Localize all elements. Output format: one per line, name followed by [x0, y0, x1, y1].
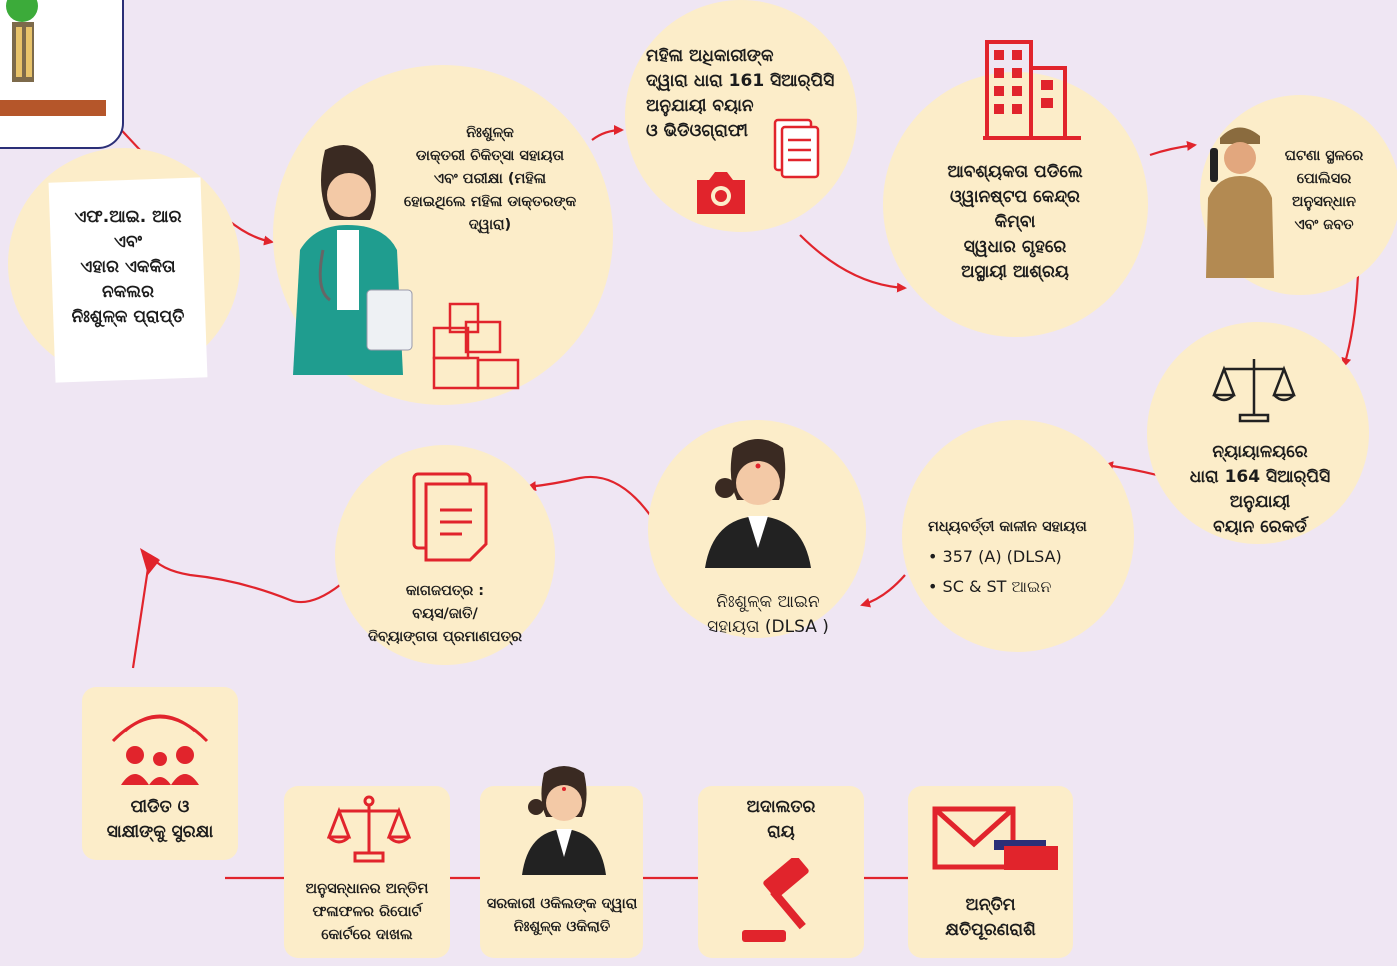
shelter-step: ଆବଶ୍ୟକତା ପଡିଲେ ଓ୍ୱାନଷ୍ଟପ କେନ୍ଦ୍ର କିମ୍ବା … — [910, 160, 1120, 285]
girl-card — [0, 0, 124, 149]
interim-bullet: • SC & ST ଆଇନ — [928, 577, 1052, 596]
girl-illustration — [0, 0, 106, 116]
arrow-shelter-to-police — [1149, 140, 1197, 157]
fir-line: ଏହାର ଏକକିତା — [80, 257, 176, 277]
arrow-police-to-164 — [1341, 274, 1360, 368]
interim-bullet-text: SC & ST ଆଇନ — [942, 577, 1052, 596]
statement161-line: ମହିଳା ଅଧିକାରୀଙ୍କ — [646, 46, 774, 66]
line-left-up — [131, 554, 152, 669]
document-icon — [773, 118, 820, 179]
shelter-line: କିମ୍ବା — [994, 212, 1036, 232]
statement161-line: ଅନୁଯାୟୀ ବୟାନ — [646, 96, 754, 116]
scales-icon — [1212, 359, 1296, 423]
shelter-line: ଆବଶ୍ୟକତା ପଡିଲେ — [947, 162, 1083, 182]
judgment-line: ରାୟ — [767, 822, 795, 842]
statement164-line: ନ୍ୟାୟାଳୟରେ — [1212, 442, 1308, 462]
statement161-step: ମହିଳା ଅଧିକାରୀଙ୍କ ଦ୍ୱାରା ଧାରା 161 ସିଆର୍‌ପ… — [646, 44, 866, 144]
judgment-step: ଅଦାଲତର ରାୟ — [698, 795, 864, 845]
lawyer-illustration — [705, 439, 811, 568]
fir-step: ଏଫ.ଆଇ. ଆର ଏବଂ ଏହାର ଏକକିତା ନକଲର ନିଃଶୁଳ୍କ … — [48, 205, 208, 330]
prosecutor-step: ସରକାରୀ ଓକିଲଙ୍କ ଦ୍ୱାରା ନିଃଶୁଳ୍କ ଓକିଲାତି — [483, 893, 641, 939]
interim-step: ମଧ୍ୟବର୍ତ୍ତୀ କାଳୀନ ସହାୟତା • 357 (A) (DLSA… — [928, 512, 1128, 602]
arrow-documents-to-left — [148, 553, 341, 604]
shelter-line: ଓ୍ୱାନଷ୍ଟପ କେନ୍ଦ୍ର — [950, 187, 1080, 207]
legal-aid-step: ନିଃଶୁଳ୍କ ଆଇନ ସହାୟତା (DLSA ) — [668, 590, 868, 640]
protection-line: ପୀଡିତ ଓ — [130, 797, 190, 817]
compensation-step: ଅନ୍ତିମ କ୍ଷତିପୂରଣରାଶି — [908, 893, 1073, 943]
protection-icon — [111, 714, 209, 785]
compensation-line: ଅନ୍ତିମ — [965, 895, 1016, 915]
medical-line: ହୋଇଥିଲେ ମହିଳା ଡାକ୍ତରଙ୍କ — [403, 194, 577, 210]
police-step: ଘଟଣା ସ୍ଥଳରେ ପୋଲିସର ଅନୁସନ୍ଧାନ ଏବଂ ଜବତ — [1268, 145, 1380, 237]
statement161-line: ଓ ଭିଡିଓଗ୍ରାଫୀ — [646, 121, 748, 141]
arrow-interim-to-legalaid — [860, 574, 906, 608]
documents-line: ବୟସ/ଜାତି/ — [412, 606, 478, 622]
statement164-line: ଧାରା 164 ସିଆର୍‌ପିସି — [1189, 467, 1331, 487]
legal-aid-line: ସହାୟତା (DLSA ) — [707, 617, 829, 637]
statement164-line: ଅନୁଯାୟୀ — [1229, 492, 1291, 512]
final-report-step: ଅନୁସନ୍ଧାନର ଅନ୍ତିମ ଫଳାଫଳର ରିପୋର୍ଟ କୋର୍ଟରେ… — [290, 878, 444, 947]
fir-line: ଏବଂ — [114, 232, 142, 252]
shelter-line: ଅସ୍ଥାୟୀ ଆଶ୍ରୟ — [961, 262, 1069, 282]
compensation-line: କ୍ଷତିପୂରଣରାଶି — [945, 920, 1036, 940]
interim-bullet-text: 357 (A) (DLSA) — [942, 547, 1062, 566]
final-report-line: କୋର୍ଟରେ ଦାଖଲ — [321, 927, 413, 943]
documents-line: ଦିବ୍ୟାଙ୍ଗତା ପ୍ରମାଣପତ୍ର — [368, 629, 522, 645]
camera-icon — [697, 172, 745, 214]
documents-line: କାଗଜପତ୍ର : — [405, 583, 485, 599]
arrow-legalaid-to-documents — [526, 475, 656, 523]
police-line: ଅନୁସନ୍ଧାନ — [1292, 194, 1356, 210]
protection-step: ପୀଡିତ ଓ ସାକ୍ଷୀଙ୍କୁ ସୁରକ୍ଷା — [90, 795, 230, 845]
final-report-line: ଫଳାଫଳର ରିପୋର୍ଟ — [312, 904, 422, 920]
envelope-icon — [932, 806, 1058, 870]
medical-line: ଡାକ୍ତରୀ ଚିକିତ୍ସା ସହାୟତା — [415, 148, 565, 164]
statement161-line: ଦ୍ୱାରା ଧାରା 161 ସିଆର୍‌ପିସି — [646, 71, 835, 91]
papers-icon — [412, 472, 488, 562]
building-icon — [983, 40, 1081, 140]
shelter-line: ସ୍ୱଧାର ଗୃହରେ — [963, 237, 1067, 257]
prosecutor-line: ନିଃଶୁଳ୍କ ଓକିଲାତି — [513, 919, 611, 935]
boxes-icon — [432, 302, 520, 390]
statement164-line: ବୟାନ ରେକର୍ଡ — [1213, 517, 1307, 537]
final-report-line: ଅନୁସନ୍ଧାନର ଅନ୍ତିମ — [305, 881, 429, 897]
documents-step: କାଗଜପତ୍ର : ବୟସ/ଜାତି/ ଦିବ୍ୟାଙ୍ଗତା ପ୍ରମାଣପ… — [355, 580, 535, 649]
fir-line: ଏଫ.ଆଇ. ଆର — [74, 207, 182, 227]
interim-node — [902, 420, 1134, 652]
arrow-medical-to-161 — [591, 125, 624, 141]
medical-line: ଦ୍ୱାରା) — [468, 217, 512, 233]
fir-line: ନିଃଶୁଳ୍କ ପ୍ରାପ୍ତି — [71, 307, 185, 327]
arrow-161-to-shelter — [799, 234, 907, 293]
medical-step: ନିଃଶୁଳ୍କ ଡାକ୍ତରୀ ଚିକିତ୍ସା ସହାୟତା ଏବଂ ପରୀ… — [385, 122, 595, 237]
lawyer-illustration — [522, 766, 606, 875]
police-line: ଘଟଣା ସ୍ଥଳରେ — [1284, 148, 1364, 164]
police-line: ପୋଲିସର — [1296, 171, 1352, 187]
interim-bullet: • 357 (A) (DLSA) — [928, 547, 1062, 566]
interim-title: ମଧ୍ୟବର୍ତ୍ତୀ କାଳୀନ ସହାୟତା — [928, 519, 1087, 535]
judgment-line: ଅଦାଲତର — [746, 797, 816, 817]
scales-icon — [327, 795, 411, 863]
medical-line: ନିଃଶୁଳ୍କ — [466, 125, 514, 141]
police-illustration — [1206, 127, 1274, 278]
medical-line: ଏବଂ ପରୀକ୍ଷା (ମହିଳା — [433, 171, 547, 187]
statement164-node — [1147, 322, 1369, 544]
fir-line: ନକଲର — [102, 282, 154, 302]
final-report-node — [284, 786, 450, 958]
statement164-step: ନ୍ୟାୟାଳୟରେ ଧାରା 164 ସିଆର୍‌ପିସି ଅନୁଯାୟୀ ବ… — [1160, 440, 1360, 540]
protection-line: ସାକ୍ଷୀଙ୍କୁ ସୁରକ୍ଷା — [106, 822, 214, 842]
shelter-node — [883, 72, 1148, 337]
police-line: ଏବଂ ଜବତ — [1294, 217, 1354, 233]
doctor-illustration — [293, 145, 413, 375]
gavel-icon — [742, 858, 809, 942]
prosecutor-line: ସରକାରୀ ଓକିଲଙ୍କ ଦ୍ୱାରା — [486, 896, 638, 912]
legal-aid-line: ନିଃଶୁଳ୍କ ଆଇନ — [716, 592, 820, 612]
